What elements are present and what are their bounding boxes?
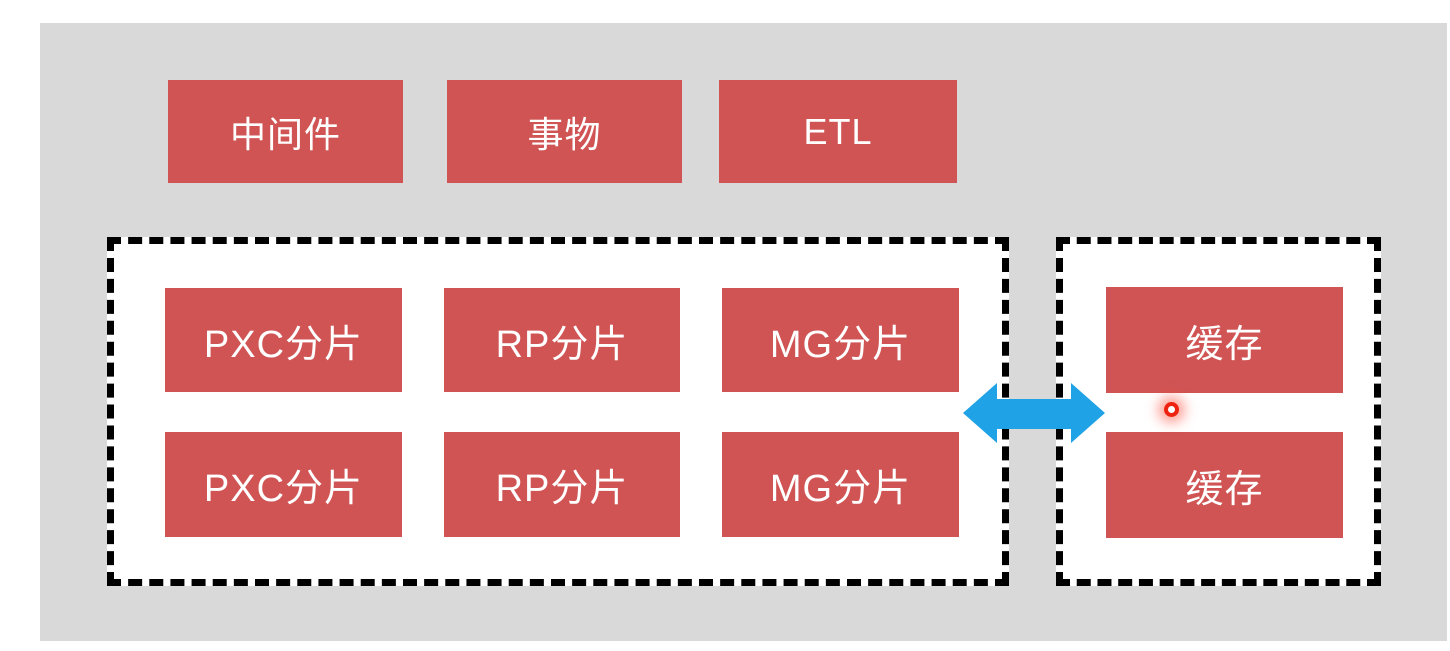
rp-shard-box: RP分片 <box>444 432 680 537</box>
pxc-shard-box: PXC分片 <box>165 432 402 537</box>
etl-box: ETL <box>719 80 957 183</box>
mg-shard-box: MG分片 <box>722 288 959 392</box>
pxc-shard-box: PXC分片 <box>165 288 402 392</box>
bidirectional-arrow-icon <box>961 378 1107 448</box>
cache-box: 缓存 <box>1106 287 1343 393</box>
laser-pointer-dot-icon <box>1164 402 1179 417</box>
rp-shard-box: RP分片 <box>444 288 680 392</box>
transaction-box: 事物 <box>447 80 682 183</box>
cache-box: 缓存 <box>1106 432 1343 538</box>
middleware-box: 中间件 <box>168 80 403 183</box>
mg-shard-box: MG分片 <box>722 432 959 537</box>
